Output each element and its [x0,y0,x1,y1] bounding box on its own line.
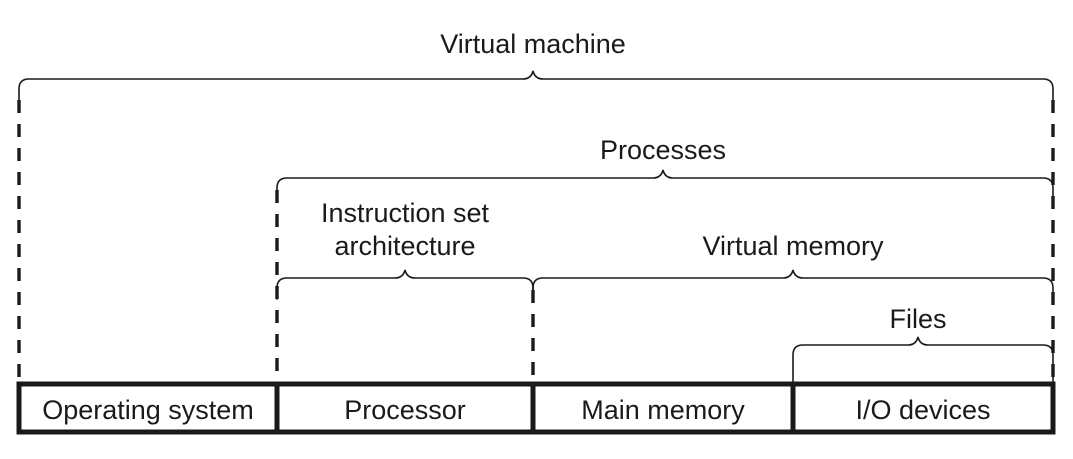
brace-files [792,336,1054,383]
brace-label-isa-line1: Instruction set [320,198,490,228]
component-boxes [16,381,1056,435]
box-label-processor: Processor [344,395,466,425]
brace-virtual-machine [18,70,1054,101]
box-label-operating-system: Operating system [42,395,254,425]
brace-virtual-memory [532,269,1054,300]
brace-label-files: Files [889,304,947,334]
brace-label-instruction-set-architecture: Instruction set architecture [285,197,525,263]
box-operating-system [16,381,280,435]
brace-label-isa-line2: architecture [334,231,476,261]
brace-label-virtual-memory: Virtual memory [702,231,884,261]
box-label-io-devices: I/O devices [855,395,991,425]
box-label-main-memory: Main memory [581,395,745,425]
brace-instruction-set-architecture [276,269,534,300]
brace-label-virtual-machine: Virtual machine [440,29,626,59]
box-io-devices [790,381,1056,435]
brace-label-processes: Processes [599,135,727,165]
brace-processes [276,169,1054,200]
